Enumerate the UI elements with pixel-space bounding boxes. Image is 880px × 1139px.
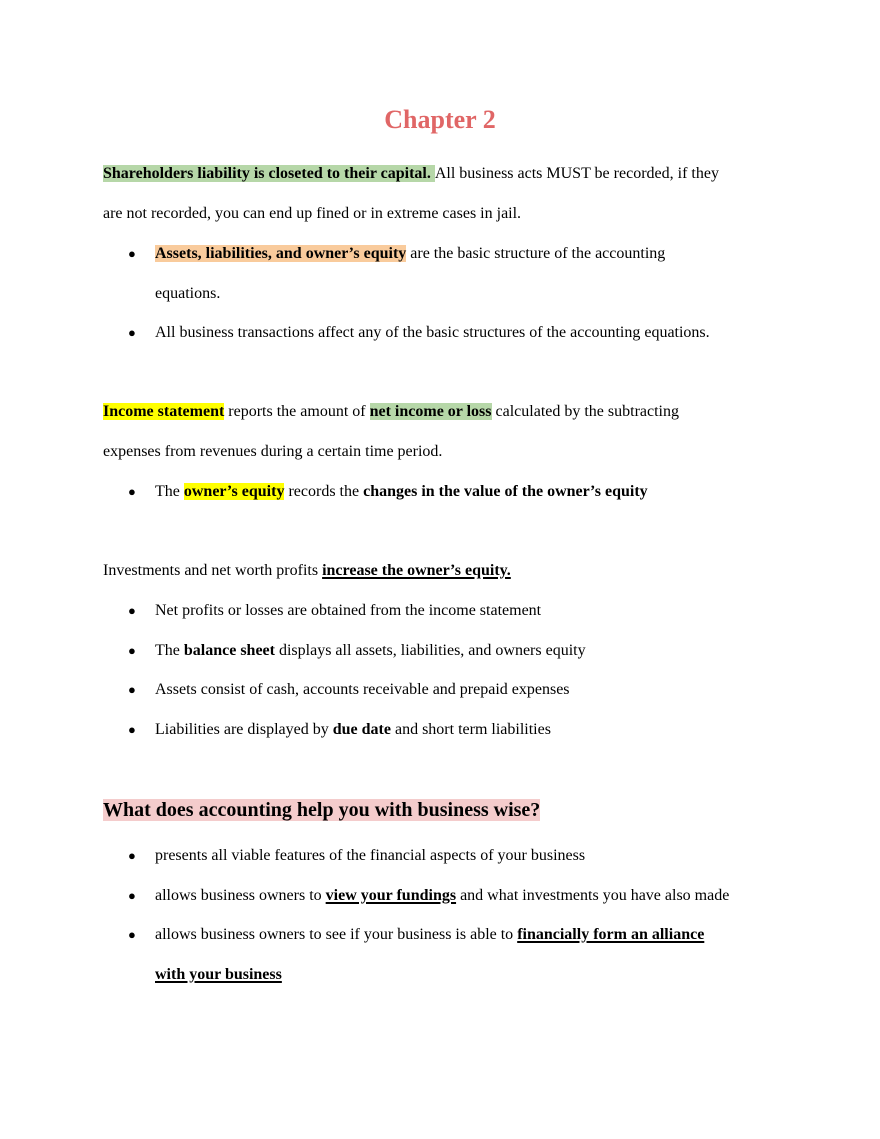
paragraph-text: Investments and net worth profits [103, 562, 323, 579]
paragraph-income-statement-line1: Income statement reports the amount of n… [103, 401, 679, 423]
bullet-text: records the [284, 483, 364, 500]
bullet-icon: ● [128, 484, 136, 499]
highlight-heading: What does accounting help you with busin… [103, 799, 541, 821]
bold-underline-financially-form-alliance: financially form an alliance [517, 926, 705, 943]
paragraph-income-statement-line2: expenses from revenues during a certain … [103, 443, 443, 460]
bold-balance-sheet: balance sheet [183, 642, 275, 659]
highlight-net-income-or-loss: net income or loss [369, 403, 492, 420]
bullet-net-profits: Net profits or losses are obtained from … [155, 602, 542, 619]
bullet-balance-sheet: The balance sheet displays all assets, l… [155, 640, 586, 662]
bold-underline-increase-equity: increase the owner’s equity. [322, 562, 511, 579]
paragraph-shareholders-line1: Shareholders liability is closeted to th… [103, 163, 719, 185]
bold-due-date: due date [332, 721, 391, 738]
highlight-shareholders-liability: Shareholders liability is closeted to th… [103, 165, 435, 182]
bullet-text: Liabilities are displayed by [155, 721, 333, 738]
bullet-view-fundings: allows business owners to view your fund… [155, 885, 729, 907]
bullet-text: The [155, 483, 184, 500]
chapter-title: Chapter 2 [384, 105, 496, 134]
highlight-income-statement: Income statement [103, 403, 225, 420]
bullet-assets-line1: Assets, liabilities, and owner’s equity … [155, 243, 665, 265]
bullet-icon: ● [128, 722, 136, 737]
bullet-text: The [155, 642, 184, 659]
bullet-transactions: All business transactions affect any of … [155, 324, 710, 341]
bullet-icon: ● [128, 603, 136, 618]
paragraph-investments: Investments and net worth profits increa… [103, 560, 511, 582]
paragraph-text: reports the amount of [224, 403, 370, 420]
bullet-text: allows business owners to [155, 887, 326, 904]
paragraph-shareholders-line2: are not recorded, you can end up fined o… [103, 205, 522, 222]
bullet-icon: ● [128, 246, 136, 261]
bold-underline-view-fundings: view your fundings [325, 887, 457, 904]
section-heading-accounting-help: What does accounting help you with busin… [103, 797, 541, 823]
bullet-text: allows business owners to see if your bu… [155, 926, 518, 943]
bullet-alliance-line2: with your business [155, 964, 282, 986]
bullet-icon: ● [128, 643, 136, 658]
bullet-icon: ● [128, 888, 136, 903]
bullet-assets-line2: equations. [155, 285, 221, 302]
highlight-owners-equity: owner’s equity [183, 483, 285, 500]
bullet-text: and short term liabilities [390, 721, 551, 738]
bullet-icon: ● [128, 325, 136, 340]
highlight-assets-liabilities-equity: Assets, liabilities, and owner’s equity [155, 245, 407, 262]
bullet-text: are the basic structure of the accountin… [406, 245, 666, 262]
paragraph-text: calculated by the subtracting [491, 403, 679, 420]
bullet-assets-consist: Assets consist of cash, accounts receiva… [155, 681, 570, 698]
bullet-text: displays all assets, liabilities, and ow… [274, 642, 586, 659]
bold-changes-in-value: changes in the value of the owner’s equi… [363, 483, 648, 500]
paragraph-text: All business acts MUST be recorded, if t… [434, 165, 719, 182]
bullet-icon: ● [128, 927, 136, 942]
bullet-owners-equity: The owner’s equity records the changes i… [155, 481, 648, 503]
bold-underline-with-your-business: with your business [155, 966, 282, 983]
bullet-liabilities-due-date: Liabilities are displayed by due date an… [155, 719, 551, 741]
bullet-icon: ● [128, 682, 136, 697]
bullet-viable-features: presents all viable features of the fina… [155, 847, 586, 864]
bullet-text: and what investments you have also made [456, 887, 730, 904]
bullet-alliance-line1: allows business owners to see if your bu… [155, 924, 704, 946]
bullet-icon: ● [128, 848, 136, 863]
